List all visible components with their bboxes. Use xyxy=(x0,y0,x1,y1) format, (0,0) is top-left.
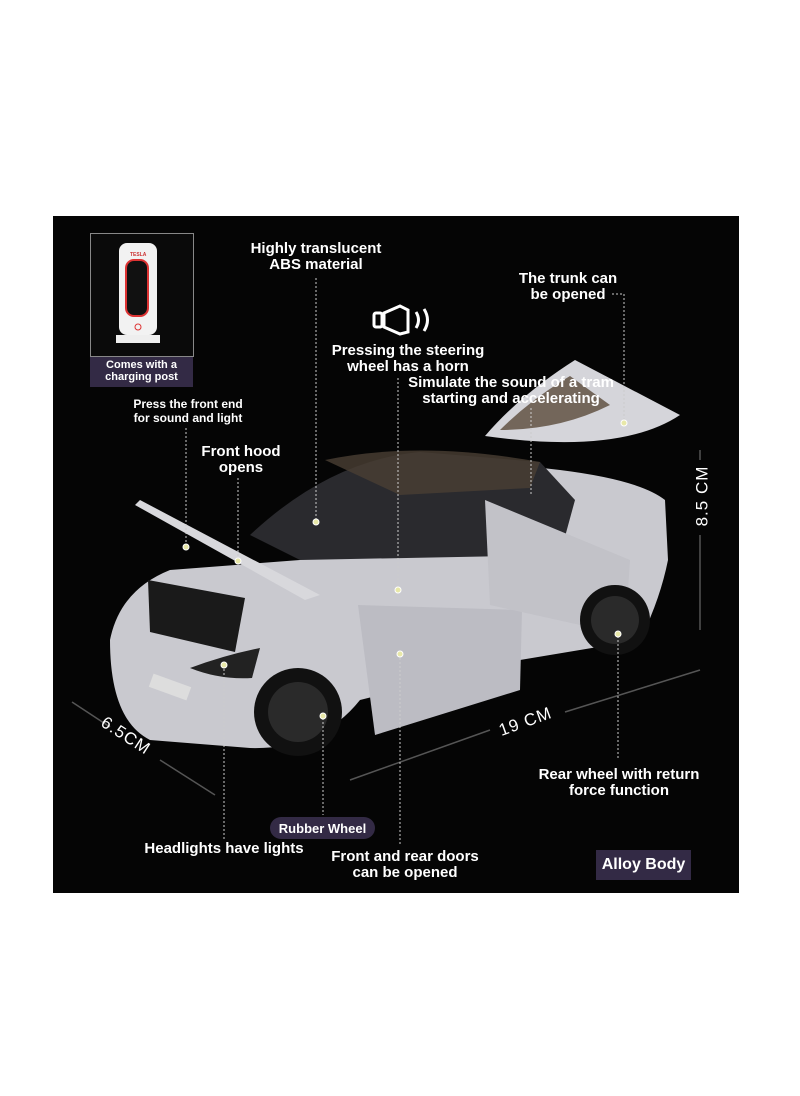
width-dimension-line xyxy=(71,701,111,728)
front-hood xyxy=(135,500,320,600)
rubber-wheel-badge: Rubber Wheel xyxy=(270,817,375,839)
front-door xyxy=(358,605,522,735)
alloy-body-badge: Alloy Body xyxy=(596,850,691,880)
height-dimension: 8.5 CM xyxy=(692,465,712,527)
label-front-hood: Front hood opens xyxy=(201,443,281,476)
frunk xyxy=(148,580,245,652)
label-headlights: Headlights have lights xyxy=(144,840,304,857)
label-horn: Pressing the steering wheel has a horn xyxy=(331,342,485,375)
charging-post-caption: Comes with a charging post xyxy=(90,357,193,387)
label-trunk: The trunk can be opened xyxy=(518,270,618,303)
label-doors: Front and rear doors can be opened xyxy=(331,848,479,881)
label-rear-wheel: Rear wheel with return force function xyxy=(538,766,700,799)
charging-post-image xyxy=(90,233,194,357)
car-model xyxy=(110,360,680,756)
label-tram-sound: Simulate the sound of a tram starting an… xyxy=(408,374,614,407)
label-abs-material: Highly translucent ABS material xyxy=(250,240,382,273)
label-front-end: Press the front end for sound and light xyxy=(133,397,243,426)
tesla-logo-text: TESLA xyxy=(130,252,147,258)
speaker-sound-icon xyxy=(372,304,429,336)
